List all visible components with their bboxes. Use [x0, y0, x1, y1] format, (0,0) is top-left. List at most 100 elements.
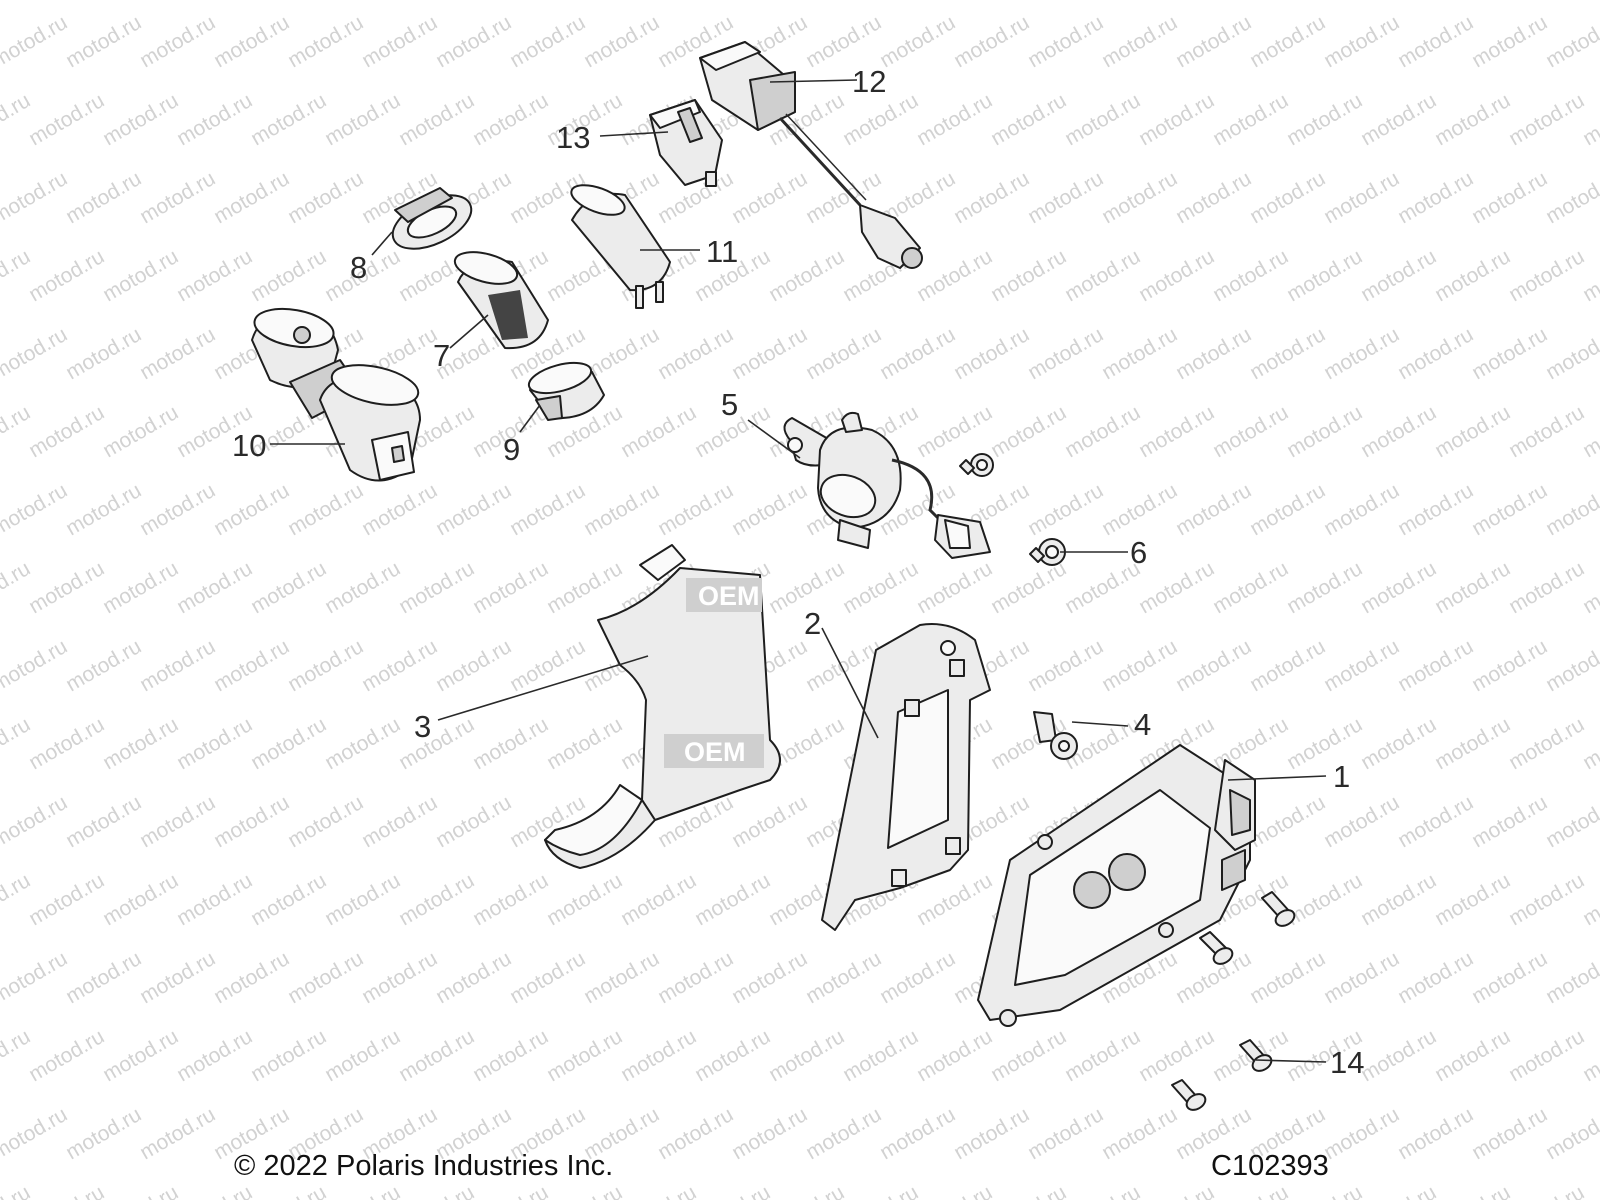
watermark-text: motod.ru	[1431, 1181, 1514, 1200]
watermark-text: motod.ru	[1579, 1025, 1600, 1086]
watermark-text: motod.ru	[543, 1181, 626, 1200]
watermark-text: motod.ru	[136, 323, 219, 384]
watermark-text: motod.ru	[1505, 557, 1588, 618]
watermark-text: motod.ru	[358, 791, 441, 852]
watermark-text: motod.ru	[358, 479, 441, 540]
oem-stamp-2: OEM	[684, 737, 746, 767]
watermark-text: motod.ru	[99, 557, 182, 618]
watermark-text: motod.ru	[1135, 401, 1218, 462]
watermark-text: motod.ru	[1468, 1103, 1551, 1164]
watermark-text: motod.ru	[654, 479, 737, 540]
watermark-text: motod.ru	[1098, 11, 1181, 72]
watermark-text: motod.ru	[395, 1181, 478, 1200]
watermark-text: motod.ru	[247, 713, 330, 774]
watermark-text: motod.ru	[1431, 713, 1514, 774]
watermark-text: motod.ru	[839, 1181, 922, 1200]
watermark-text: motod.ru	[580, 479, 663, 540]
watermark-text: motod.ru	[432, 479, 515, 540]
callout-1: 1	[1333, 759, 1350, 794]
watermark-text: motod.ru	[1320, 635, 1403, 696]
part-13-relay	[649, 99, 723, 187]
watermark-text: motod.ru	[284, 947, 367, 1008]
watermark-text: motod.ru	[802, 947, 885, 1008]
watermark-text: motod.ru	[0, 11, 71, 72]
watermark-text: motod.ru	[1098, 479, 1181, 540]
watermark-text: motod.ru	[1394, 791, 1477, 852]
watermark-text: motod.ru	[25, 89, 108, 150]
watermark-text: motod.ru	[284, 791, 367, 852]
watermark-text: motod.ru	[617, 869, 700, 930]
watermark-text: motod.ru	[913, 1025, 996, 1086]
watermark-text: motod.ru	[1283, 401, 1366, 462]
watermark-text: motod.ru	[62, 1103, 145, 1164]
callout-5: 5	[721, 387, 738, 422]
watermark-text: motod.ru	[1024, 323, 1107, 384]
watermark-text: motod.ru	[0, 1103, 71, 1164]
callout-6: 6	[1130, 535, 1147, 570]
watermark-text: motod.ru	[358, 11, 441, 72]
watermark-text: motod.ru	[987, 1181, 1070, 1200]
watermark-text: motod.ru	[1135, 89, 1218, 150]
callout-4: 4	[1134, 707, 1151, 742]
watermark-text: motod.ru	[617, 1181, 700, 1200]
watermark-text: motod.ru	[1320, 323, 1403, 384]
watermark-text: motod.ru	[1283, 245, 1366, 306]
watermark-text: motod.ru	[1394, 947, 1477, 1008]
watermark-text: motod.ru	[1246, 479, 1329, 540]
watermark-text: motod.ru	[469, 713, 552, 774]
watermark-text: motod.ru	[136, 167, 219, 228]
watermark-text: motod.ru	[321, 557, 404, 618]
watermark-text: motod.ru	[1468, 323, 1551, 384]
watermark-text: motod.ru	[1061, 245, 1144, 306]
watermark-text: motod.ru	[728, 947, 811, 1008]
watermark-text: motod.ru	[1024, 1103, 1107, 1164]
watermark-text: motod.ru	[136, 947, 219, 1008]
watermark-text: motod.ru	[62, 167, 145, 228]
watermark-text: motod.ru	[247, 1025, 330, 1086]
watermark-text: motod.ru	[0, 401, 34, 462]
watermark-text: motod.ru	[99, 89, 182, 150]
watermark-text: motod.ru	[691, 1025, 774, 1086]
watermark-text: motod.ru	[1283, 713, 1366, 774]
watermark-text: motod.ru	[1209, 1181, 1292, 1200]
watermark-text: motod.ru	[765, 245, 848, 306]
watermark-text: motod.ru	[210, 947, 293, 1008]
watermark-text: motod.ru	[0, 557, 34, 618]
watermark-text: motod.ru	[210, 479, 293, 540]
watermark-text: motod.ru	[1505, 713, 1588, 774]
watermark-text: motod.ru	[1024, 11, 1107, 72]
watermark-text: motod.ru	[0, 947, 71, 1008]
callout-8: 8	[350, 250, 367, 285]
watermark-text: motod.ru	[321, 713, 404, 774]
watermark-text: motod.ru	[1579, 713, 1600, 774]
watermark-text: motod.ru	[1357, 713, 1440, 774]
watermark-text: motod.ru	[654, 323, 737, 384]
watermark-text: motod.ru	[1468, 11, 1551, 72]
watermark-text: motod.ru	[0, 323, 71, 384]
watermark-text: motod.ru	[1394, 635, 1477, 696]
watermark-text: motod.ru	[1061, 1025, 1144, 1086]
watermark-text: motod.ru	[1505, 1181, 1588, 1200]
watermark-text: motod.ru	[1283, 1181, 1366, 1200]
watermark-text: motod.ru	[1394, 167, 1477, 228]
watermark-text: motod.ru	[913, 557, 996, 618]
watermark-text: motod.ru	[1024, 479, 1107, 540]
watermark-text: motod.ru	[210, 635, 293, 696]
watermark-text: motod.ru	[247, 557, 330, 618]
watermark-text: motod.ru	[1098, 635, 1181, 696]
watermark-text: motod.ru	[173, 89, 256, 150]
watermark-text: motod.ru	[210, 791, 293, 852]
watermark-text: motod.ru	[432, 791, 515, 852]
watermark-text: motod.ru	[1320, 791, 1403, 852]
watermark-text: motod.ru	[99, 1181, 182, 1200]
watermark-text: motod.ru	[25, 1025, 108, 1086]
watermark-text: motod.ru	[1246, 167, 1329, 228]
watermark-text: motod.ru	[728, 1103, 811, 1164]
watermark-text: motod.ru	[654, 1103, 737, 1164]
watermark-text: motod.ru	[987, 401, 1070, 462]
watermark-text: motod.ru	[1320, 1103, 1403, 1164]
watermark-text: motod.ru	[1542, 167, 1600, 228]
watermark-text: motod.ru	[1209, 245, 1292, 306]
watermark-text: motod.ru	[728, 167, 811, 228]
watermark-text: motod.ru	[1542, 791, 1600, 852]
